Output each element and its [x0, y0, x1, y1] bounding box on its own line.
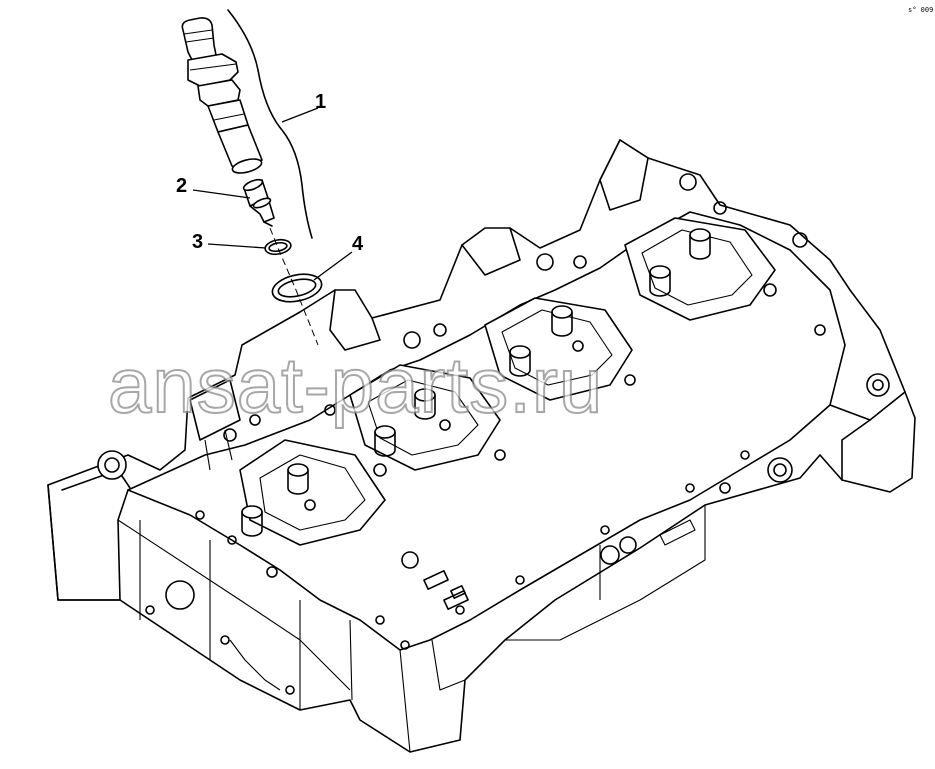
valve-bosses: [241, 228, 711, 537]
assembly-axis-line: [269, 227, 319, 346]
injector-nozzle-part-2[interactable]: [242, 178, 275, 227]
cylinder-head: [47, 139, 916, 753]
callout-leaders: [192, 107, 353, 281]
callout-1: 1: [315, 91, 326, 113]
cylinder-wells-detail: [259, 229, 753, 531]
ports: [423, 570, 469, 610]
callout-4: 4: [352, 233, 364, 255]
watermark-text: ansat-parts.ru: [108, 341, 603, 429]
callout-2: 2: [176, 175, 187, 197]
fuel-return-line: [227, 9, 313, 239]
seal-washer-part-4[interactable]: [270, 270, 324, 306]
callout-3: 3: [192, 231, 203, 253]
figure-code: s° 009: [908, 6, 933, 14]
fuel-injector-part-1[interactable]: [181, 17, 263, 176]
o-ring-part-3[interactable]: [264, 238, 292, 256]
bolt-holes: [195, 173, 826, 650]
